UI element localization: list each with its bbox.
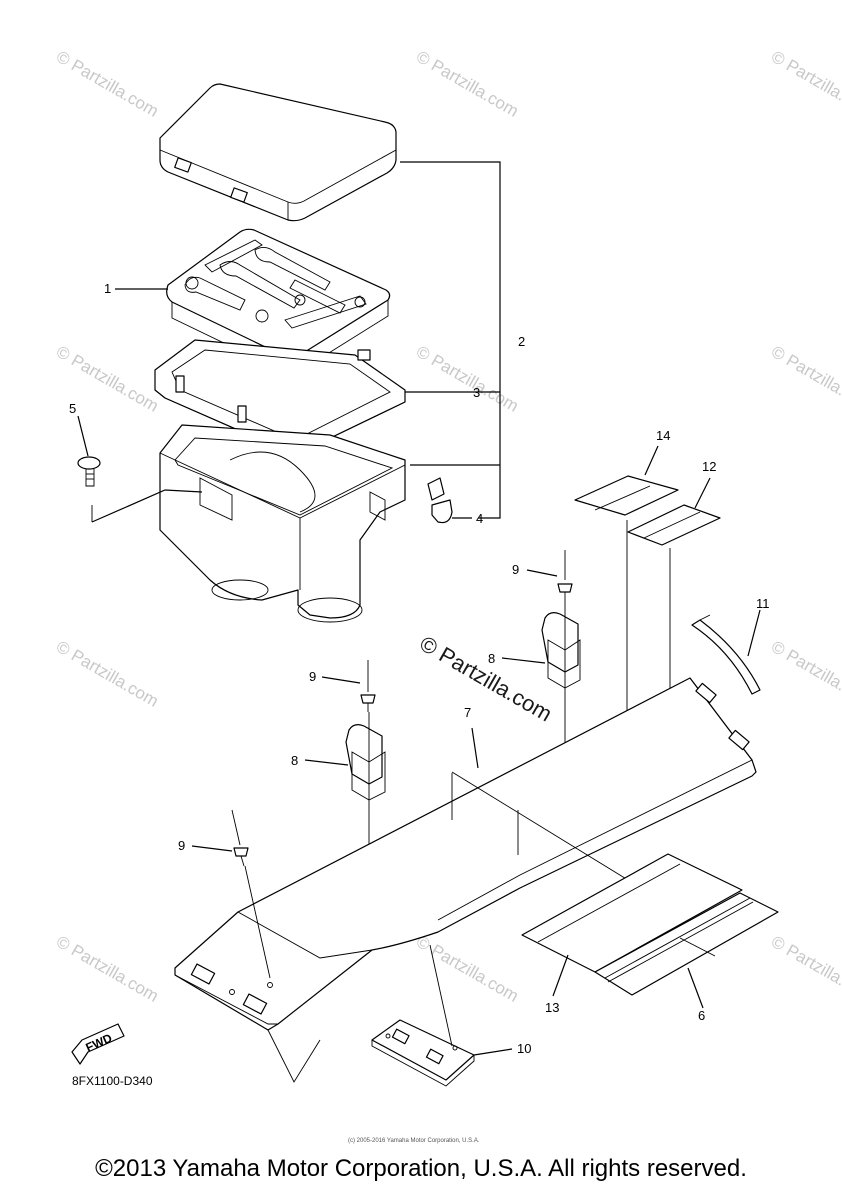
label-sheets xyxy=(574,445,721,775)
rivet-9-b xyxy=(321,660,376,712)
copyright-footer: ©2013 Yamaha Motor Corporation, U.S.A. A… xyxy=(95,1155,747,1182)
label-sheets-lower xyxy=(521,853,779,1009)
callout-7: 7 xyxy=(464,705,471,720)
callout-13: 13 xyxy=(545,1000,559,1015)
rivet-9-c xyxy=(191,809,249,867)
callout-8: 8 xyxy=(291,753,298,768)
watermark: © Partzilla.com xyxy=(768,637,842,711)
diagram-code: 8FX1100-D340 xyxy=(72,1074,153,1088)
watermark: © Partzilla.com xyxy=(53,637,162,711)
watermark: © Partzilla.com xyxy=(53,932,162,1006)
strap-11 xyxy=(691,609,761,695)
callout-3: 3 xyxy=(473,385,480,400)
callout-9: 9 xyxy=(512,562,519,577)
toolbox-lid xyxy=(159,83,397,222)
callout-8: 8 xyxy=(488,651,495,666)
watermark: © Partzilla.com xyxy=(413,932,522,1006)
bracket-8-b xyxy=(304,712,388,886)
bolt-5 xyxy=(77,415,203,523)
callout-9: 9 xyxy=(178,838,185,853)
callout-10: 10 xyxy=(517,1041,531,1056)
storage-tray-7 xyxy=(174,677,757,1031)
callout-14: 14 xyxy=(656,428,670,443)
callout-6: 6 xyxy=(698,1008,705,1023)
toolbox-body xyxy=(159,424,406,623)
watermark: © Partzilla.com xyxy=(413,342,522,416)
watermark: © Partzilla.com xyxy=(768,932,842,1006)
watermark: © Partzilla.com xyxy=(413,47,522,121)
callout-2: 2 xyxy=(518,334,525,349)
watermark: © Partzilla.com xyxy=(53,47,162,121)
fine-print: (c) 2005-2016 Yamaha Motor Corporation, … xyxy=(348,1138,480,1144)
callout-5: 5 xyxy=(69,401,76,416)
callout-numbers: 1 2 3 4 5 6 7 8 8 9 9 9 10 11 12 13 14 xyxy=(69,281,770,1056)
watermark: © Partzilla.com xyxy=(768,47,842,121)
fwd-label: FWD xyxy=(84,1031,115,1055)
callout-4: 4 xyxy=(476,511,483,526)
rivet-9-a xyxy=(526,550,573,602)
watermark: © Partzilla.com xyxy=(768,342,842,416)
callout-12: 12 xyxy=(702,459,716,474)
clip-4 xyxy=(427,477,472,524)
callout-11: 11 xyxy=(756,596,770,611)
callout-9: 9 xyxy=(309,669,316,684)
fwd-arrow: FWD xyxy=(71,1023,125,1065)
group-bracket-2 xyxy=(400,161,501,519)
callout-1: 1 xyxy=(104,281,111,296)
toolbox-frame xyxy=(154,339,406,456)
watermark-center: © Partzilla.com xyxy=(416,631,557,727)
plate-10 xyxy=(267,944,513,1087)
